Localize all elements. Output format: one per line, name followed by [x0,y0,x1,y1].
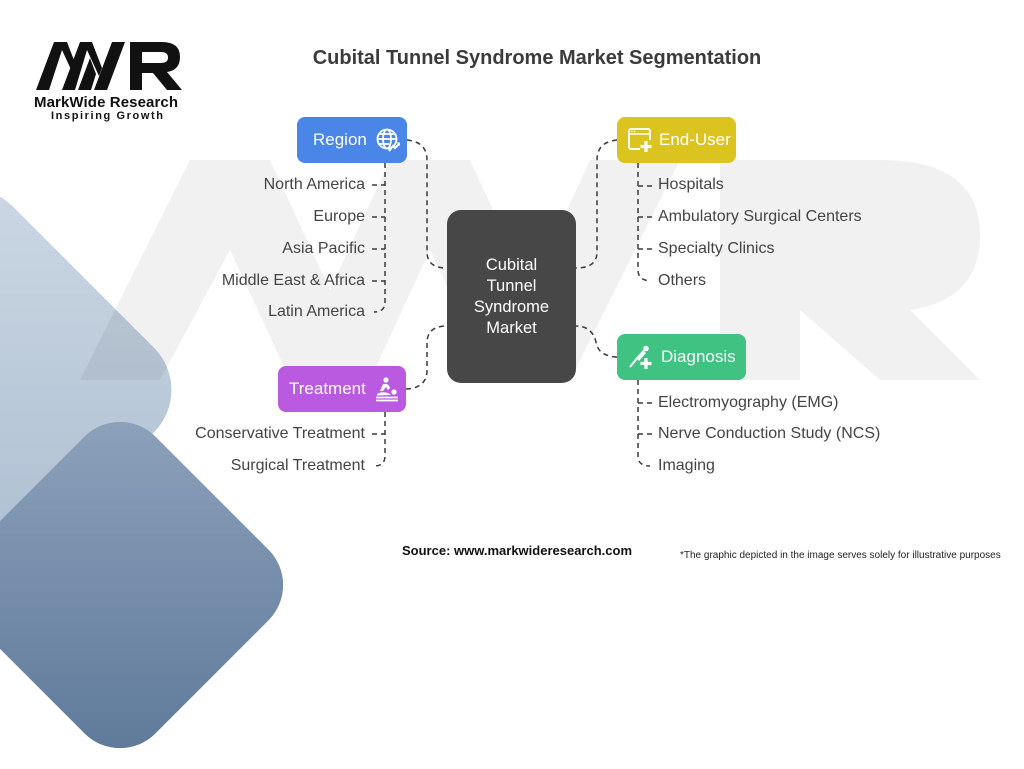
diagnosis-item: Electromyography (EMG) [658,394,839,411]
connector-diagnosis-center [575,325,618,358]
end-user-item: Hospitals [658,176,724,193]
brand-name: MarkWide Research [34,94,179,111]
brand-tagline: Inspiring Growth [51,110,165,122]
treatment-item: Conservative Treatment [195,425,365,442]
diagnosis-item: Nerve Conduction Study (NCS) [658,425,881,442]
end-user-item: Specialty Clinics [658,240,775,257]
medical-probe-plus-icon [629,345,652,369]
region-list-spine [373,163,386,313]
treatment-list-spine [373,412,386,467]
connector-treatment-center [405,325,448,390]
treatment-item: Surgical Treatment [230,457,365,474]
source-credit: Source: www.markwideresearch.com [402,543,633,558]
connector-lines [372,139,652,467]
connector-region-center [406,139,448,269]
center-node: Cubital Tunnel Syndrome Market [447,210,576,383]
enduser-list-spine [637,163,651,282]
segment-end-user-label: End-User [659,130,731,149]
segment-diagnosis-label: Diagnosis [661,347,736,366]
diagnosis-list-spine [637,380,651,467]
segment-region: Region [297,117,407,163]
region-item: Asia Pacific [282,240,365,257]
brand-logo: MarkWide Research Inspiring Growth [34,40,194,122]
segment-region-label: Region [313,130,367,149]
region-item: Middle East & Africa [221,272,365,289]
diagnosis-item: Imaging [658,457,715,474]
mwr-logo-mark-icon [36,42,182,90]
segment-diagnosis: Diagnosis [617,334,746,380]
globe-growth-icon [376,128,401,152]
region-item: Latin America [268,303,365,320]
end-user-item: Others [658,272,707,289]
end-user-item: Ambulatory Surgical Centers [658,208,862,225]
connector-enduser-center [575,139,618,269]
segment-treatment-label: Treatment [289,379,366,398]
region-item: Europe [313,208,365,225]
hospital-window-plus-icon [628,128,652,152]
massage-therapy-icon [375,377,398,402]
segment-end-user: End-User [617,117,736,163]
disclaimer-note: *The graphic depicted in the image serve… [680,550,1001,561]
region-item: North America [263,176,365,193]
segment-treatment: Treatment [278,366,406,412]
center-node-label: Cubital Tunnel Syndrome Market [473,255,550,337]
page-title: Cubital Tunnel Syndrome Market Segmentat… [312,47,762,69]
